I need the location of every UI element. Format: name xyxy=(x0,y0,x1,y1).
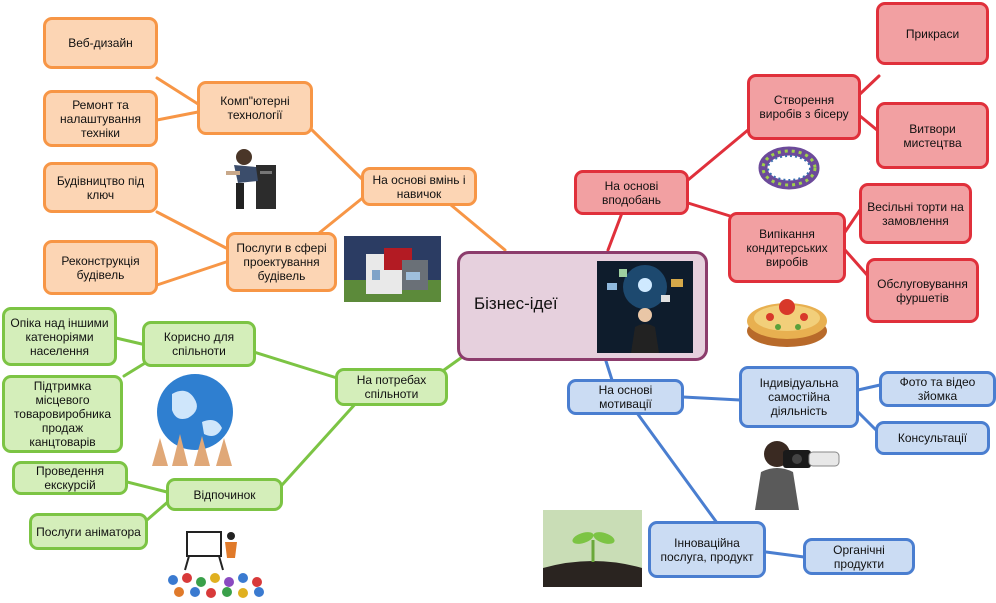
building-image xyxy=(344,236,441,302)
skills-node[interactable]: На основі вмінь і навичок xyxy=(361,167,477,206)
line-central-hobby xyxy=(606,211,624,252)
jewelry-label: Прикраси xyxy=(905,26,960,41)
baking-node[interactable]: Випікання кондитерських виробів xyxy=(728,212,846,283)
useful-node[interactable]: Корисно для спільноти xyxy=(142,321,256,367)
buffet-label: Обслуговування фуршетів xyxy=(877,276,968,305)
useful-label: Корисно для спільноти xyxy=(163,330,235,358)
hobby-node[interactable]: На основі вподобань xyxy=(574,170,689,215)
organic-label: Органічні продукти xyxy=(833,542,885,571)
jewelry-node[interactable]: Прикраси xyxy=(876,2,989,65)
line-individual-photo xyxy=(856,383,882,392)
line-computer-web xyxy=(155,76,200,106)
business-ideas-image xyxy=(597,261,693,353)
line-baking-cakes xyxy=(843,208,862,234)
design-services-label: Послуги в сфері проектування будівель xyxy=(236,241,327,283)
line-community-rest xyxy=(280,400,359,487)
reconstruction-label: Реконструкція будівель xyxy=(61,253,140,282)
line-useful-care xyxy=(114,336,148,347)
line-baking-buffet xyxy=(843,248,870,278)
art-label: Витвори мистецтва xyxy=(903,121,962,150)
line-design-construction xyxy=(155,210,228,250)
hobby-label: На основі вподобань xyxy=(601,178,662,207)
beads-node[interactable]: Створення виробів з бісеру xyxy=(747,74,861,140)
repair-node[interactable]: Ремонт та налаштування техніки xyxy=(43,90,158,147)
art-node[interactable]: Витвори мистецтва xyxy=(876,102,989,169)
care-label: Опіка над іншими катенорiями населення xyxy=(10,315,109,358)
line-hobby-beads xyxy=(686,128,750,182)
community-node[interactable]: На потребах спільноти xyxy=(335,368,448,406)
line-central-motivation xyxy=(603,356,614,382)
individual-node[interactable]: Індивідуальна самостійна діяльність xyxy=(739,366,859,428)
computer-repair-image xyxy=(222,143,285,213)
central-title: Бізнес-ідеї xyxy=(474,294,558,313)
consult-node[interactable]: Консультації xyxy=(875,421,990,455)
photographer-image xyxy=(747,432,846,510)
wedding-cakes-node[interactable]: Весільні торти на замовлення xyxy=(859,183,972,244)
consult-label: Консультації xyxy=(897,431,968,445)
line-beads-art xyxy=(858,114,879,132)
design-services-node[interactable]: Послуги в сфері проектування будівель xyxy=(226,232,337,292)
line-community-useful xyxy=(252,350,339,380)
innovation-node[interactable]: Інноваційна послуга, продукт xyxy=(648,521,766,578)
tours-label: Проведення екскурсій xyxy=(35,464,105,492)
repair-label: Ремонт та налаштування техніки xyxy=(60,97,141,140)
motivation-node[interactable]: На основі мотивації xyxy=(567,379,684,415)
skills-label: На основі вмінь і навичок xyxy=(372,172,466,201)
line-motivation-individual xyxy=(681,395,742,402)
reconstruction-node[interactable]: Реконструкція будівель xyxy=(43,240,158,295)
computer-label: Комп"ютерні технології xyxy=(220,94,290,122)
rest-label: Відпочинок xyxy=(193,487,256,502)
sprout-image xyxy=(543,510,642,587)
animator-node[interactable]: Послуги аніматора xyxy=(29,513,148,550)
tours-node[interactable]: Проведення екскурсій xyxy=(12,461,128,495)
community-label: На потребах спільноти xyxy=(356,373,427,401)
audience-image xyxy=(165,528,269,599)
line-computer-repair xyxy=(155,110,200,122)
web-design-node[interactable]: Веб-дизайн xyxy=(43,17,158,69)
line-skills-computer xyxy=(310,128,365,182)
line-motivation-innovation xyxy=(635,411,722,529)
photo-video-node[interactable]: Фото та відео зйомка xyxy=(879,371,996,407)
animator-label: Послуги аніматора xyxy=(36,524,141,539)
computer-node[interactable]: Комп"ютерні технології xyxy=(197,81,313,135)
support-label: Підтримка місцевого товаровиробника прод… xyxy=(13,379,112,449)
line-individual-consult xyxy=(856,410,878,432)
photo-video-label: Фото та відео зйомка xyxy=(899,375,976,403)
baking-label: Випікання кондитерських виробів xyxy=(746,226,828,269)
care-node[interactable]: Опіка над іншими катенорiями населення xyxy=(2,307,117,366)
motivation-label: На основі мотивації xyxy=(598,383,653,411)
central-node[interactable]: Бізнес-ідеї xyxy=(457,251,708,361)
innovation-label: Інноваційна послуга, продукт xyxy=(660,535,754,564)
wedding-cakes-label: Весільні торти на замовлення xyxy=(867,199,964,228)
line-innovation-organic xyxy=(764,550,806,559)
line-central-skills xyxy=(443,198,507,252)
beads-label: Створення виробів з бісеру xyxy=(759,93,849,121)
web-design-label: Веб-дизайн xyxy=(68,36,133,50)
line-rest-tours xyxy=(125,480,169,494)
construction-label: Будівництво під ключ xyxy=(56,173,145,202)
buffet-node[interactable]: Обслуговування фуршетів xyxy=(866,258,979,323)
construction-node[interactable]: Будівництво під ключ xyxy=(43,162,158,213)
line-design-reconstruction xyxy=(155,260,228,287)
line-hobby-baking xyxy=(686,201,732,218)
rest-node[interactable]: Відпочинок xyxy=(166,478,283,511)
line-beads-jewelry xyxy=(858,74,881,96)
cake-image xyxy=(744,287,830,353)
beads-bracelet-image xyxy=(753,141,826,195)
support-node[interactable]: Підтримка місцевого товаровиробника прод… xyxy=(2,375,123,453)
individual-label: Індивідуальна самостійна діяльність xyxy=(759,376,839,418)
globe-hands-image xyxy=(142,372,248,466)
organic-node[interactable]: Органічні продукти xyxy=(803,538,915,575)
